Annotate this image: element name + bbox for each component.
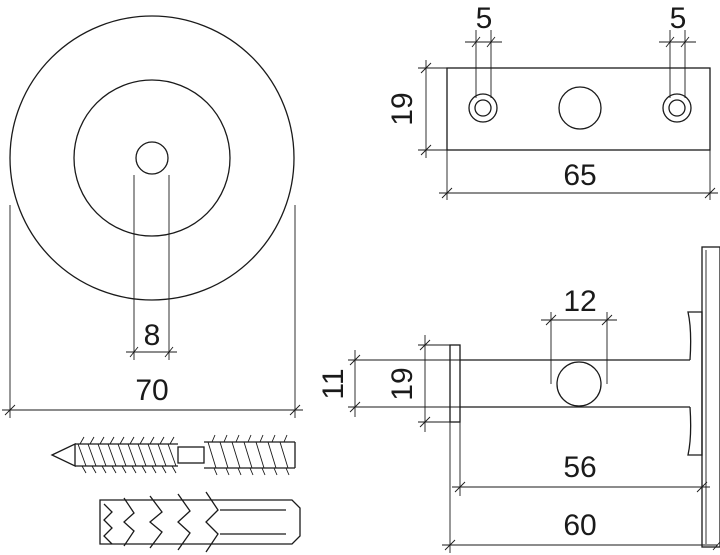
rod-side-view: 12 11 19 56 60 xyxy=(317,246,720,553)
dim-disc-hole: 8 xyxy=(144,319,161,352)
screw-illustration xyxy=(50,434,296,476)
dim-rod-length-inner: 56 xyxy=(563,451,596,484)
dim-plate-hole-left: 5 xyxy=(476,2,493,35)
dim-plate-width: 65 xyxy=(563,159,596,192)
dim-rod-height-large: 19 xyxy=(386,367,419,400)
wall-plug-illustration xyxy=(99,491,301,553)
dim-rod-height-small: 11 xyxy=(317,368,350,399)
dim-bar-diameter: 12 xyxy=(563,285,596,318)
wall-plate-view: 5 5 19 65 xyxy=(386,2,718,200)
dim-plate-height: 19 xyxy=(386,92,419,125)
round-plate-view: 8 70 xyxy=(2,15,303,418)
dim-plate-hole-right: 5 xyxy=(670,2,687,35)
dim-rod-length-total: 60 xyxy=(563,509,596,542)
dim-disc-diameter: 70 xyxy=(135,374,168,407)
